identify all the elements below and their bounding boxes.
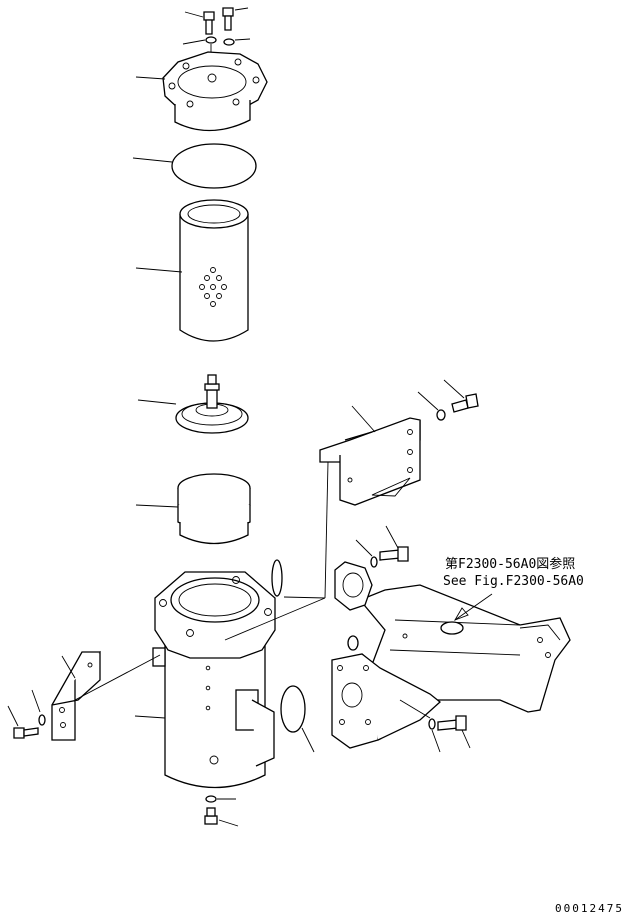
reference-note-jp: 第F2300-56A0図参照 [445,556,575,572]
flange-bolt[interactable] [355,525,409,568]
o-ring-icon [347,635,359,651]
washer-icon [223,38,235,46]
drawing-number: 00012475 [555,902,624,915]
washer-icon [370,556,378,568]
bolt-icon [203,11,215,35]
plug-icon [204,807,218,825]
gasket-icon [280,685,306,733]
o-ring-icon [171,143,257,189]
washer-icon [428,718,436,730]
filter-case[interactable] [134,571,276,789]
bolt-icon [437,715,467,731]
cap-washers[interactable] [182,36,251,62]
pipe-flange[interactable] [271,559,373,651]
bolt-icon [451,393,479,413]
filter-cover[interactable] [135,51,268,132]
flange[interactable] [280,653,442,753]
washer-icon [205,795,217,803]
washer-icon [436,409,446,421]
filter-element[interactable] [135,199,249,342]
washer-icon [205,36,217,44]
cover-o-ring[interactable] [132,143,257,189]
flange-bolt-lower[interactable] [399,699,471,753]
bracket-bolt[interactable] [7,689,46,739]
pipe[interactable] [358,584,571,713]
o-ring-icon [271,559,283,597]
spring[interactable] [135,473,251,545]
support-bolt[interactable] [417,379,479,421]
relief-valve[interactable] [137,374,249,434]
bolt-icon [222,7,234,31]
washer-icon [38,714,46,726]
support-bracket[interactable] [224,405,421,641]
drain-plug[interactable] [204,795,239,827]
bolt-icon [13,727,39,739]
cap-bolts[interactable] [184,7,249,35]
bolt-icon [379,546,409,562]
mounting-bracket[interactable] [51,650,161,741]
reference-leader [453,593,493,621]
perforation-holes [199,267,227,307]
reference-note-en: See Fig.F2300-56A0 [443,574,584,589]
